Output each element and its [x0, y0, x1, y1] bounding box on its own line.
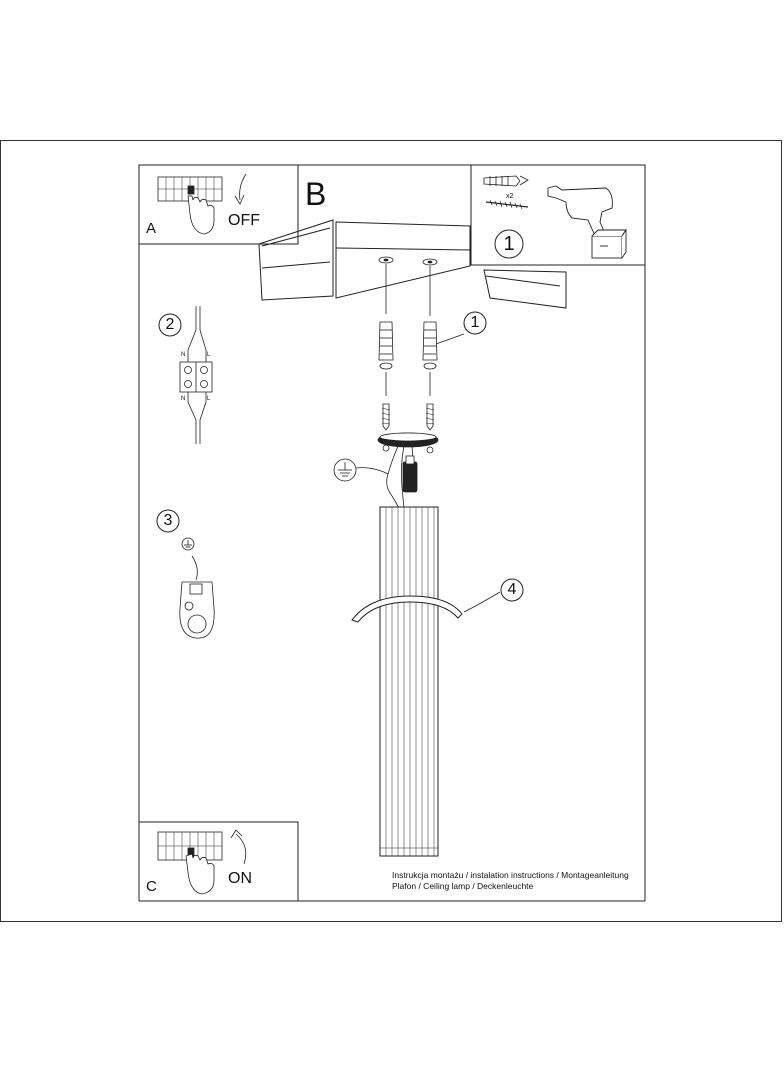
- callout-3-circle: [156, 509, 180, 533]
- wiring-diagram: [179, 306, 213, 444]
- callout-4-number: 4: [507, 581, 517, 598]
- ceiling-panel: [258, 219, 567, 309]
- panel-b-letter: B: [305, 176, 327, 212]
- callout-1-circle: [463, 311, 487, 335]
- panel-c-letter: C: [146, 878, 157, 895]
- wall-plug-left: [378, 321, 394, 370]
- caption-line-2: Plafon / Ceiling lamp / Deckenleuchte: [392, 881, 534, 891]
- callout-1-leader: [435, 333, 465, 345]
- caption-line-1: Instrukcja montażu / instalation instruc…: [392, 870, 629, 880]
- ceiling-holes: [378, 256, 438, 266]
- page-frame: [0, 140, 782, 922]
- wall-plug-icon: [483, 175, 529, 187]
- callout-2-number: 2: [165, 316, 175, 333]
- panel-a-letter: A: [146, 220, 157, 237]
- terminal-n-top: N: [181, 352, 186, 358]
- terminal-l-top: L: [207, 352, 211, 358]
- tools-step-number: 1: [503, 233, 515, 255]
- mounting-clip: [351, 595, 463, 623]
- ceiling-canopy: [377, 432, 439, 454]
- screw-icon: [485, 199, 529, 210]
- step-one-circle: [494, 229, 524, 259]
- hand-icon: [187, 195, 215, 235]
- callout-1-number: 1: [470, 314, 480, 331]
- inner-frame: [138, 164, 646, 902]
- panel-c-on-label: ON: [228, 870, 252, 887]
- drill-lines: [385, 264, 431, 316]
- arrow-down-icon: [234, 173, 247, 205]
- panel-a-off-label: OFF: [228, 212, 260, 229]
- ground-symbol-icon: [333, 458, 389, 482]
- screw-right: [425, 403, 435, 431]
- lamp-body: [379, 506, 439, 857]
- drill-icon: [547, 185, 627, 259]
- fuse-box-icon-c: [157, 831, 223, 861]
- ground-terminal-diagram: [179, 537, 215, 639]
- callout-2-circle: [158, 313, 182, 337]
- terminal-n-bottom: N: [181, 396, 186, 402]
- terminal-l-bottom: L: [207, 396, 211, 402]
- wall-plug-right: [422, 321, 438, 370]
- callout-4-leader: [463, 591, 501, 613]
- screw-left: [381, 403, 391, 431]
- plug-to-screw-lines: [385, 372, 431, 396]
- plug-qty-label: x2: [506, 193, 514, 200]
- callout-4-circle: [500, 578, 524, 602]
- terminal-block-small: [402, 455, 418, 493]
- callout-3-number: 3: [163, 512, 173, 529]
- arrow-up-icon: [230, 829, 247, 865]
- hand-icon-c: [185, 853, 215, 895]
